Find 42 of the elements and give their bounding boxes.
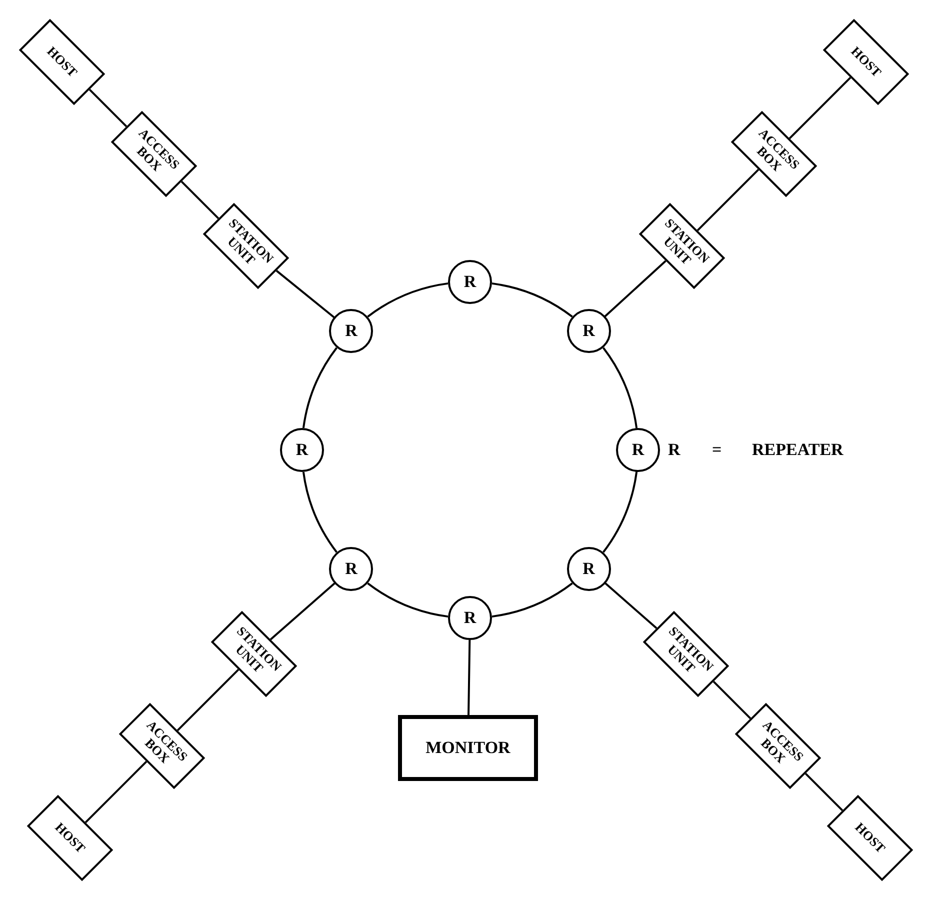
repeater-circle — [616, 428, 660, 472]
repeater-circle — [566, 309, 611, 354]
repeater-circle — [329, 546, 374, 591]
node-label: R — [345, 560, 358, 578]
connector-line — [84, 760, 148, 824]
equals-sign: = — [712, 440, 722, 460]
connector-line — [492, 582, 573, 618]
connector-line — [302, 347, 338, 428]
monitor-box — [398, 715, 538, 781]
node-label: MONITOR — [426, 739, 510, 757]
connector-line — [602, 347, 638, 428]
connector-line — [367, 582, 448, 618]
connector-line — [468, 640, 471, 716]
repeater-circle — [280, 428, 324, 472]
legend-text: REPEATER — [752, 440, 844, 460]
connector-line — [180, 180, 220, 220]
connector-line — [804, 772, 844, 812]
node-label: R — [582, 322, 595, 340]
repeater-circle — [329, 309, 374, 354]
repeater-circle — [448, 596, 492, 640]
node-label: R — [464, 273, 476, 291]
node-label: R — [582, 560, 595, 578]
connector-line — [302, 472, 338, 553]
connector-line — [788, 76, 852, 140]
connector-line — [176, 668, 240, 732]
connector-line — [367, 282, 448, 318]
node-label: R — [296, 441, 308, 459]
connector-line — [712, 680, 752, 720]
connector-line — [604, 582, 658, 629]
connector-line — [492, 282, 573, 318]
repeater-circle — [448, 260, 492, 304]
node-label: R — [632, 441, 644, 459]
connector-line — [270, 582, 336, 640]
symbol-label: R — [668, 440, 680, 460]
connector-line — [696, 168, 760, 232]
repeater-circle — [566, 546, 611, 591]
node-label: R — [464, 609, 476, 627]
connector-line — [88, 88, 128, 128]
connector-line — [276, 270, 335, 318]
connector-line — [604, 260, 666, 318]
connector-line — [602, 472, 638, 553]
node-label: R — [345, 322, 358, 340]
